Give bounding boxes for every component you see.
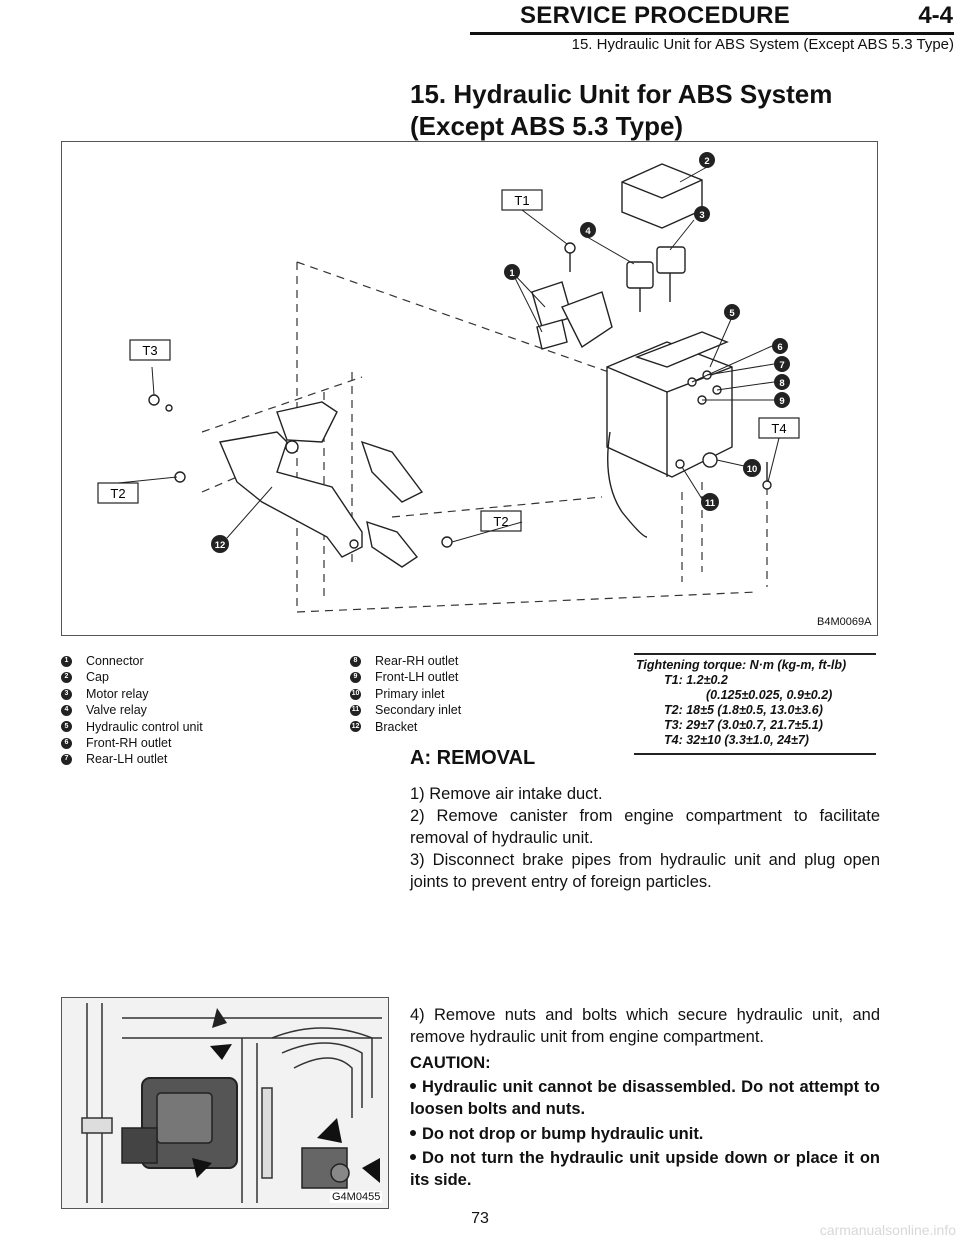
arrow-icon bbox=[362, 1158, 380, 1183]
torque-label-t4: T4 bbox=[771, 421, 786, 436]
removal-step-4: 4) Remove nuts and bolts which secure hy… bbox=[410, 1006, 880, 1046]
torque-label-t2-right: T2 bbox=[493, 514, 508, 529]
caution-item-3: Do not turn the hydraulic unit upside do… bbox=[410, 1149, 880, 1189]
callout-10: 10 bbox=[747, 464, 758, 475]
exploded-diagram-svg: T1 T2 T2 T3 T4 bbox=[97, 152, 800, 613]
header-rule bbox=[470, 32, 954, 35]
header-section-code: 4-4 bbox=[918, 2, 953, 29]
relay-parts bbox=[148, 163, 772, 548]
bullet-icon bbox=[410, 1153, 416, 1160]
callout-5: 5 bbox=[729, 308, 735, 319]
torque-t3: T3: 29±7 (3.0±0.7, 21.7±5.1) bbox=[664, 718, 823, 732]
header-subtitle: 15. Hydraulic Unit for ABS System (Excep… bbox=[571, 36, 954, 53]
hydraulic-unit-photo: G4M0455 bbox=[61, 997, 389, 1209]
figure2-code: G4M0455 bbox=[330, 1191, 383, 1203]
header-title: SERVICE PROCEDURE bbox=[520, 2, 791, 29]
section-title-line1: 15. Hydraulic Unit for ABS System bbox=[410, 79, 833, 109]
callout-7: 7 bbox=[779, 360, 784, 371]
callout-leaders bbox=[117, 166, 780, 543]
torque-t1: T1: 1.2±0.2 bbox=[664, 673, 728, 687]
section-title-line2: (Except ABS 5.3 Type) bbox=[410, 111, 684, 141]
arrow-icon bbox=[212, 1008, 227, 1028]
removal-step-1: 1) Remove air intake duct. bbox=[410, 785, 603, 803]
callout-12: 12 bbox=[215, 540, 226, 551]
arrow-icon bbox=[210, 1044, 232, 1060]
bracket-part bbox=[219, 401, 424, 568]
callout-1: 1 bbox=[509, 268, 515, 279]
torque-heading: Tightening torque: N·m (kg-m, ft-lb) bbox=[636, 658, 847, 672]
torque-label-t1: T1 bbox=[514, 193, 529, 208]
torque-label-t3: T3 bbox=[142, 343, 157, 358]
torque-spec-box: Tightening torque: N·m (kg-m, ft-lb) T1:… bbox=[634, 653, 876, 755]
section-title: 15. Hydraulic Unit for ABS System (Excep… bbox=[410, 78, 910, 142]
callout-2: 2 bbox=[704, 156, 709, 167]
callout-11: 11 bbox=[705, 498, 716, 509]
hydraulic-unit-photo-svg bbox=[62, 998, 388, 1208]
caution-item-1: Hydraulic unit cannot be disassembled. D… bbox=[410, 1078, 880, 1118]
callout-numbers: 1 2 3 4 5 6 7 8 9 10 11 12 bbox=[211, 152, 790, 553]
removal-step-2: 2) Remove canister from engine compartme… bbox=[410, 807, 880, 847]
callout-3: 3 bbox=[699, 210, 704, 221]
removal-heading: A: REMOVAL bbox=[410, 747, 536, 769]
removal-step-3: 3) Disconnect brake pipes from hydraulic… bbox=[410, 851, 880, 891]
callout-9: 9 bbox=[779, 396, 784, 407]
caution-item-2: Do not drop or bump hydraulic unit. bbox=[410, 1123, 880, 1145]
torque-t2: T2: 18±5 (1.8±0.5, 13.0±3.6) bbox=[664, 703, 823, 717]
bullet-icon bbox=[410, 1082, 416, 1089]
torque-t1-detail: (0.125±0.025, 0.9±0.2) bbox=[706, 688, 833, 702]
callout-4: 4 bbox=[585, 226, 591, 237]
callout-8: 8 bbox=[779, 378, 784, 389]
bullet-icon bbox=[410, 1129, 416, 1136]
torque-label-t2-left: T2 bbox=[110, 486, 125, 501]
exploded-diagram: T1 T2 T2 T3 T4 bbox=[61, 141, 878, 636]
torque-labels: T1 T2 T2 T3 T4 bbox=[97, 189, 800, 532]
arrow-icon bbox=[192, 1158, 212, 1178]
arrow-icon bbox=[317, 1118, 342, 1143]
caution-label: CAUTION: bbox=[410, 1054, 491, 1072]
page-number: 73 bbox=[471, 1210, 489, 1227]
torque-t4: T4: 32±10 (3.3±1.0, 24±7) bbox=[664, 733, 809, 747]
figure1-code: B4M0069A bbox=[817, 616, 872, 628]
watermark: carmanualsonline.info bbox=[819, 1222, 956, 1238]
callout-6: 6 bbox=[777, 342, 782, 353]
